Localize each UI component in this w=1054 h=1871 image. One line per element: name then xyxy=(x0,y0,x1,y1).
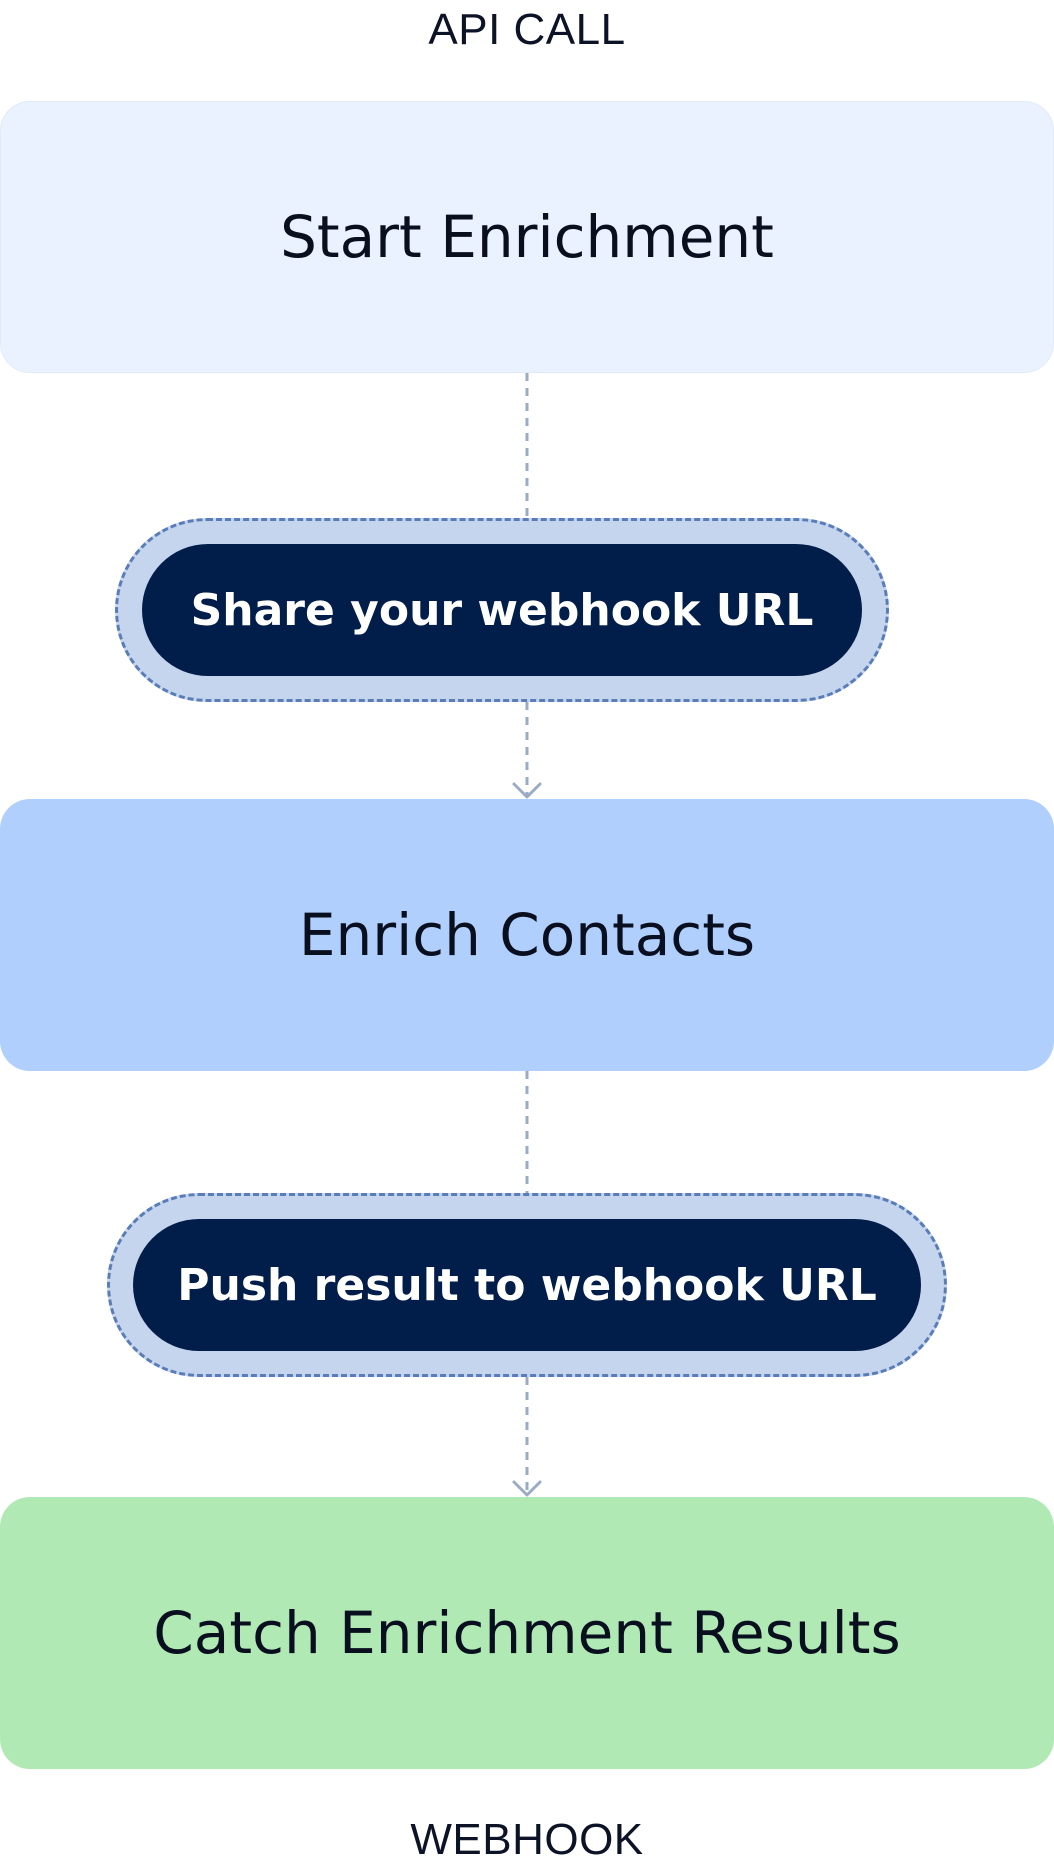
arrowhead-to-catch xyxy=(512,1480,542,1497)
share-webhook-halo: Share your webhook URL xyxy=(115,518,889,702)
share-webhook-label: Share your webhook URL xyxy=(190,584,814,636)
catch-results-node: Catch Enrichment Results xyxy=(0,1497,1054,1769)
enrich-contacts-node: Enrich Contacts xyxy=(0,799,1054,1071)
catch-results-label: Catch Enrichment Results xyxy=(153,1599,901,1667)
arrowhead-to-enrich xyxy=(512,782,542,799)
push-result-pill: Push result to webhook URL xyxy=(133,1219,921,1351)
start-enrichment-node: Start Enrichment xyxy=(0,101,1054,373)
push-result-halo: Push result to webhook URL xyxy=(107,1193,947,1377)
push-result-label: Push result to webhook URL xyxy=(177,1259,877,1311)
api-call-caption: API CALL xyxy=(428,5,626,54)
enrich-contacts-label: Enrich Contacts xyxy=(298,901,756,969)
webhook-caption: WEBHOOK xyxy=(410,1815,644,1864)
start-enrichment-label: Start Enrichment xyxy=(280,203,774,271)
share-webhook-pill: Share your webhook URL xyxy=(142,544,862,676)
